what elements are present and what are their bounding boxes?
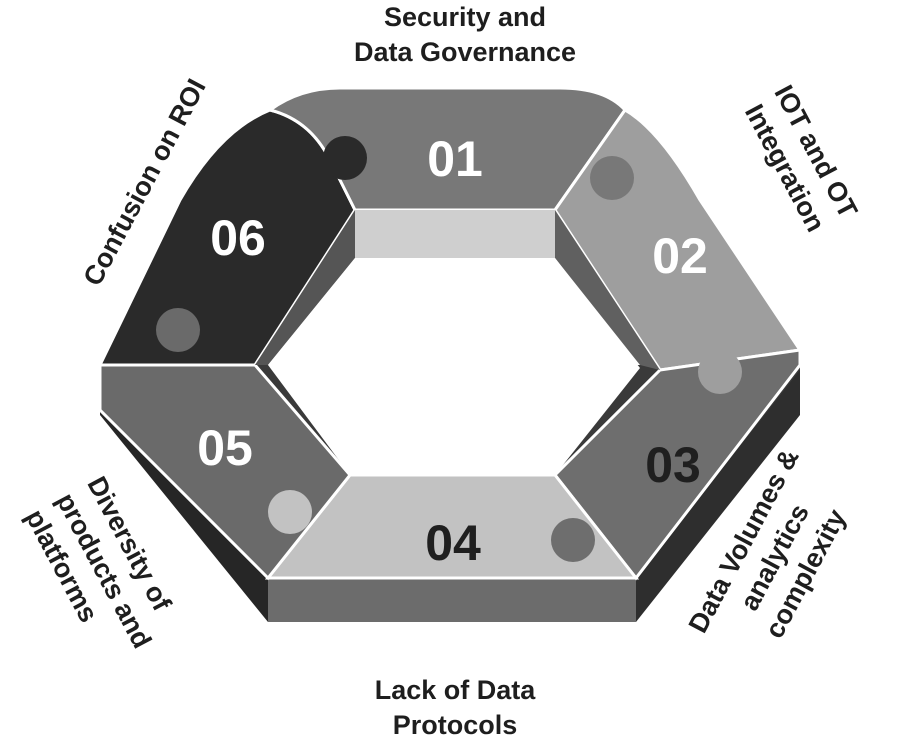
label-security-data-governance: Security and Data Governance: [330, 0, 600, 70]
segment-number-04: 04: [425, 515, 481, 571]
puzzle-knob: [268, 490, 312, 534]
label-line: Protocols: [392, 710, 518, 740]
segment-number-03: 03: [645, 437, 701, 493]
label-line: Lack of Data: [374, 675, 536, 705]
ring-side-right-dark: [636, 370, 800, 622]
puzzle-knob: [323, 136, 367, 180]
segment-number-01: 01: [427, 131, 483, 187]
inner-wall-right: [555, 210, 660, 370]
puzzle-knob: [698, 350, 742, 394]
label-lack-of-data-protocols: Lack of Data Protocols: [330, 673, 580, 743]
label-line: Data Governance: [353, 37, 577, 67]
label-line: Security and: [383, 2, 547, 32]
segment-number-06: 06: [210, 210, 266, 266]
puzzle-knob: [551, 518, 595, 562]
segment-01: [266, 86, 627, 212]
ring-side-bottom: [268, 578, 636, 622]
puzzle-knob: [156, 308, 200, 352]
inner-wall-left: [255, 210, 355, 365]
inner-hole: [268, 258, 640, 475]
inner-wall-top: [355, 210, 555, 258]
puzzle-knob: [590, 156, 634, 200]
segment-number-05: 05: [197, 420, 253, 476]
segment-number-02: 02: [652, 228, 708, 284]
